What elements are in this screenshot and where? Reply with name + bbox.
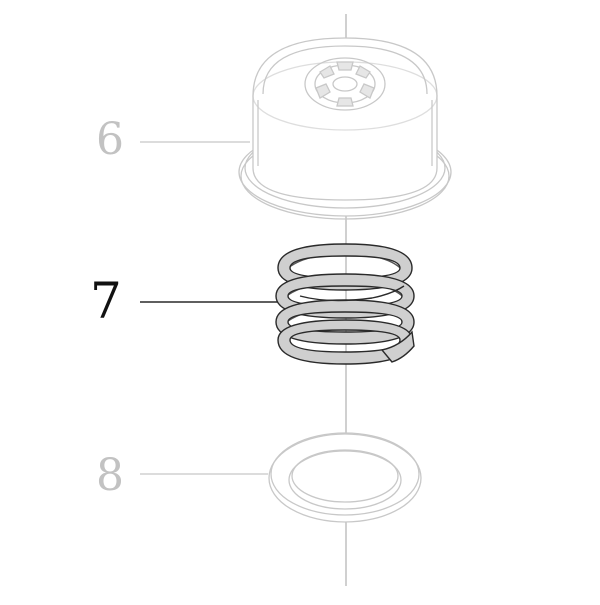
callout-number-7: 7 <box>90 272 122 330</box>
part-6-cap <box>238 37 452 220</box>
part-7-spring <box>275 243 415 365</box>
part-8-washer <box>268 432 422 523</box>
callout-number-6: 6 <box>96 114 124 165</box>
callout-number-8: 8 <box>96 450 124 501</box>
